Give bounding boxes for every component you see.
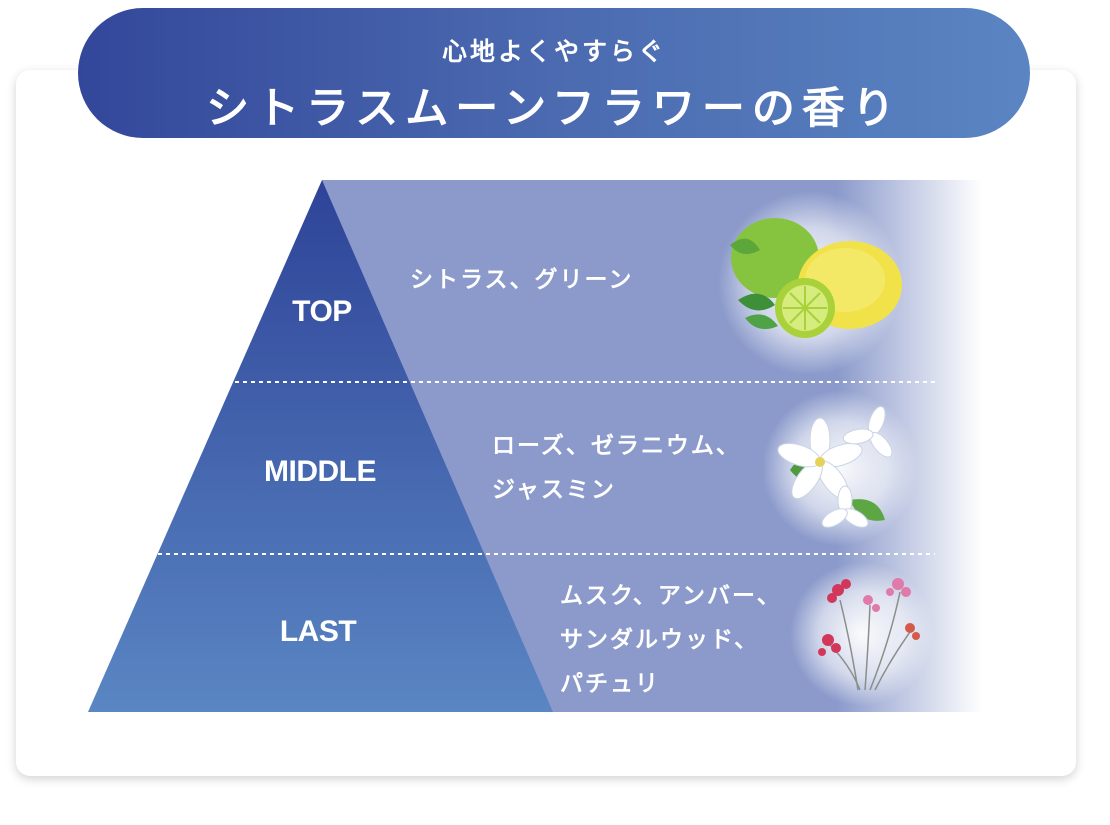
middle-notes-text: ローズ、ゼラニウム、 ジャスミン bbox=[492, 433, 741, 503]
tier-label-middle: MIDDLE bbox=[264, 455, 377, 488]
last-notes-text: ムスク、アンバー、 サンダルウッド、 パチュリ bbox=[560, 583, 782, 697]
jasmine-flower-illustration bbox=[762, 390, 918, 546]
tier-label-last: LAST bbox=[279, 615, 357, 648]
banner-subtitle: 心地よくやすらぐ bbox=[441, 37, 666, 66]
tier-label-top: TOP bbox=[292, 295, 352, 328]
banner-title: シトラスムーンフラワーの香り bbox=[206, 84, 902, 134]
citrus-illustration bbox=[718, 191, 902, 375]
wildflower-illustration bbox=[790, 562, 934, 706]
top-notes-text: シトラス、グリーン bbox=[410, 267, 634, 293]
title-banner: 心地よくやすらぐ シトラスムーンフラワーの香り bbox=[78, 8, 1030, 138]
pyramid bbox=[88, 180, 553, 712]
